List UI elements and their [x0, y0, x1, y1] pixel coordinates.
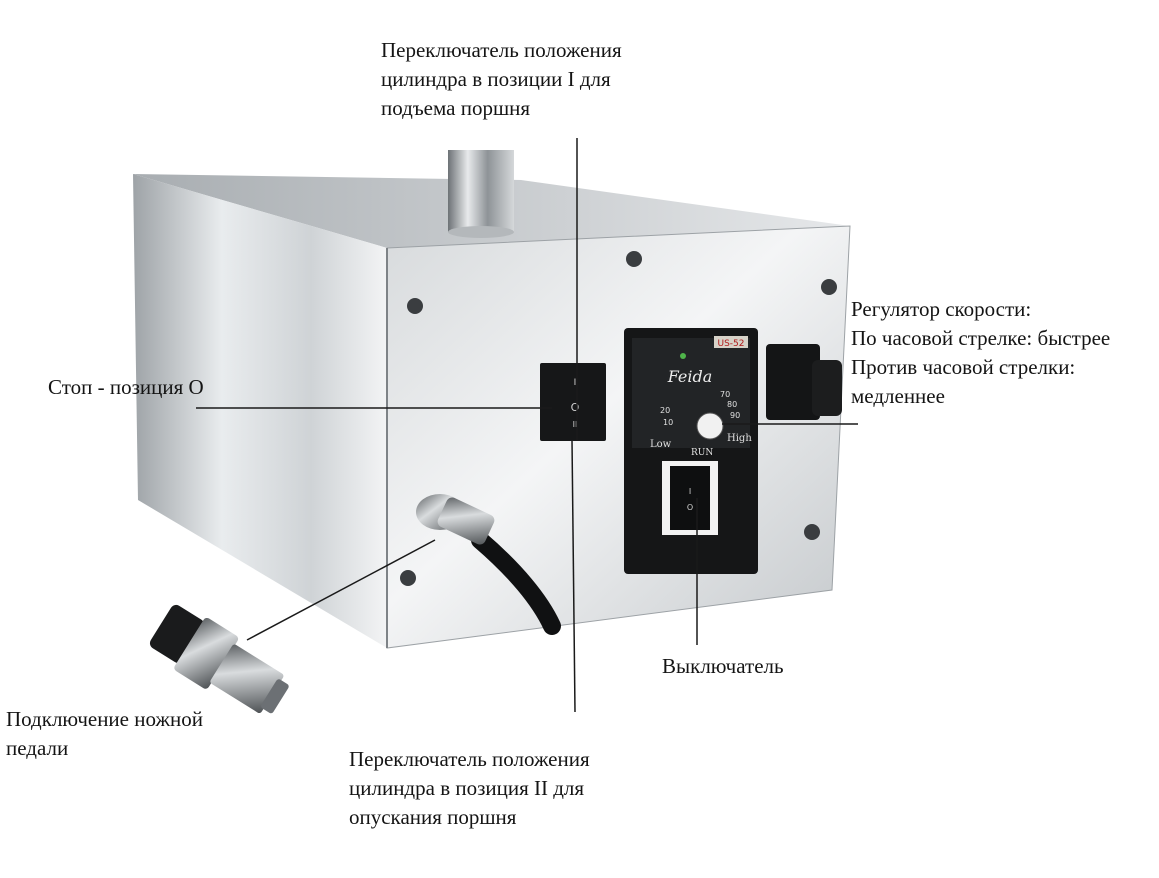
side-socket: [766, 344, 842, 420]
label-line: медленнее: [851, 384, 945, 408]
label-bottom-switch: Переключатель положения цилиндра в позиц…: [349, 745, 590, 832]
box-left-side: [133, 174, 387, 648]
tick-label: 70: [720, 390, 730, 399]
foot-pedal-plug: [149, 604, 289, 714]
tick-label: 20: [660, 406, 670, 415]
label-speed-regulator: Регулятор скорости: По часовой стрелке: …: [851, 295, 1110, 411]
label-line: опускания поршня: [349, 805, 517, 829]
label-line: По часовой стрелке: быстрее: [851, 326, 1111, 350]
label-foot-pedal: Подключение ножной педали: [6, 705, 203, 763]
rocker-mark-mid: O: [571, 401, 580, 414]
label-line: педали: [6, 736, 69, 760]
high-label: High: [727, 433, 752, 444]
speed-knob[interactable]: [696, 412, 724, 440]
callout-line-pedal: [246, 539, 436, 641]
panel-screws: [400, 251, 837, 586]
screw-icon: [821, 279, 837, 295]
power-switch-mark: I: [689, 487, 691, 496]
label-top-switch: Переключатель положения цилиндра в позиц…: [381, 36, 622, 123]
label-line: цилиндра в позиция II для: [349, 776, 585, 800]
label-line: Выключатель: [662, 654, 784, 678]
screw-icon: [626, 251, 642, 267]
tick-label: 90: [730, 411, 740, 420]
rocker-switch[interactable]: I O II: [540, 363, 606, 441]
screw-icon: [407, 298, 423, 314]
indicator-light: [680, 353, 686, 359]
label-line: Против часовой стрелки:: [851, 355, 1076, 379]
model-badge: [714, 336, 748, 348]
speed-controller: US-52 Feida 10 20 70 80 90 Low High RUN …: [624, 328, 758, 574]
top-cylinder-pipe: [448, 150, 514, 238]
label-line: подъема поршня: [381, 96, 531, 120]
box-front-panel: [386, 225, 851, 649]
cable: [471, 531, 561, 635]
tick-label: 80: [727, 400, 737, 409]
label-power-switch: Выключатель: [662, 652, 784, 681]
label-stop: Стоп - позиция O: [48, 373, 204, 402]
foot-pedal-socket: [416, 494, 561, 635]
callout-line-bottom: [571, 439, 576, 713]
model-label: US-52: [718, 339, 745, 349]
label-line: цилиндра в позиции I для: [381, 67, 611, 91]
label-line: Стоп - позиция O: [48, 375, 204, 399]
screw-icon: [400, 570, 416, 586]
brand-label: Feida: [667, 367, 713, 386]
rocker-mark-bottom: II: [573, 420, 578, 429]
label-line: Регулятор скорости:: [851, 297, 1032, 321]
power-switch-mark: O: [687, 503, 693, 512]
callout-lines: [196, 138, 858, 713]
label-line: Переключатель положения: [381, 38, 622, 62]
low-label: Low: [650, 439, 672, 450]
run-label: RUN: [691, 448, 713, 458]
screw-icon: [804, 524, 820, 540]
rocker-mark-top: I: [574, 378, 577, 388]
label-line: Подключение ножной: [6, 707, 203, 731]
tick-label: 10: [663, 418, 673, 427]
label-line: Переключатель положения: [349, 747, 590, 771]
